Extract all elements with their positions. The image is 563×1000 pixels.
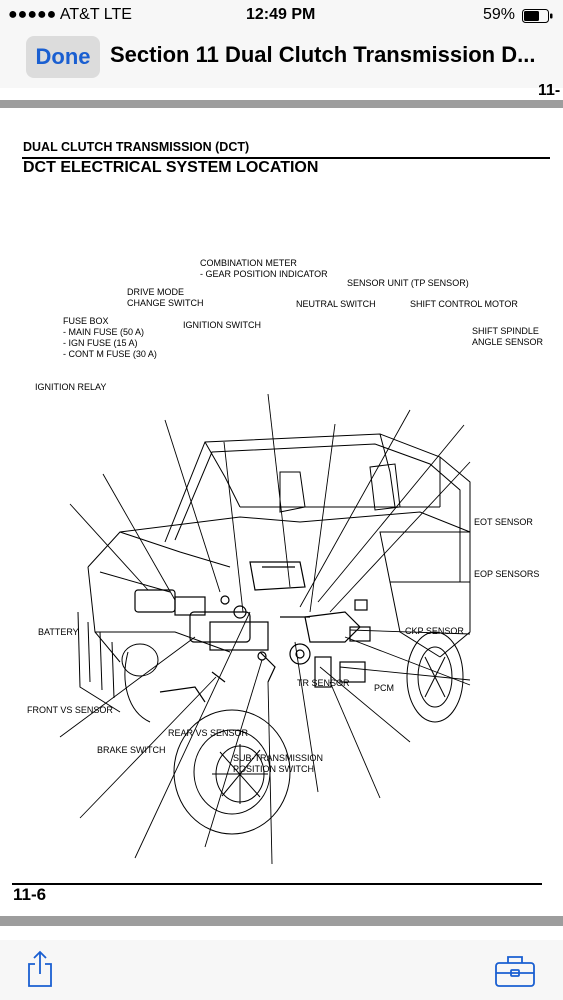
roll-cage-line (164, 433, 471, 582)
section-header: DUAL CLUTCH TRANSMISSION (DCT) (23, 140, 250, 154)
label-ign-fuse: - IGN FUSE (15 A) (63, 338, 138, 348)
label-cont-m-fuse: - CONT M FUSE (30 A) (63, 349, 157, 359)
label-shift-control-motor: SHIFT CONTROL MOTOR (410, 299, 518, 309)
rear-wheel (406, 631, 464, 723)
carrier-label: ●●●●● AT&T LTE (8, 6, 132, 23)
label-neutral-switch: NEUTRAL SWITCH (296, 299, 376, 309)
share-icon[interactable] (26, 950, 54, 988)
battery-icon (522, 9, 553, 23)
label-pcm: PCM (374, 683, 394, 693)
front-wheel (173, 709, 291, 835)
label-sub-transmission: SUB-TRANSMISSION (233, 753, 324, 763)
dct-vehicle-diagram (59, 393, 471, 865)
label-combination-meter: COMBINATION METER (200, 258, 297, 268)
document-title: Section 11 Dual Clutch Transmission D... (110, 42, 536, 67)
label-fuse-box: FUSE BOX (63, 316, 109, 326)
label-drive-mode: DRIVE MODE (127, 287, 185, 297)
label-shift-spindle: SHIFT SPINDLE (472, 326, 539, 336)
label-sensor-unit: SENSOR UNIT (TP SENSOR) (347, 278, 469, 288)
label-change-switch: CHANGE SWITCH (127, 298, 204, 308)
toolbox-icon[interactable] (494, 954, 536, 988)
done-button[interactable]: Done (26, 36, 100, 78)
label-gear-position: - GEAR POSITION INDICATOR (200, 269, 328, 279)
footer-rule (12, 883, 542, 885)
header-rule (22, 157, 550, 159)
label-front-vs: FRONT VS SENSOR (27, 705, 113, 715)
label-ckp-sensor: CKP SENSOR (405, 626, 464, 636)
label-tr-sensor: TR SENSOR (297, 678, 350, 688)
label-ignition-switch: IGNITION SWITCH (183, 320, 261, 330)
label-eop-sensors: EOP SENSORS (474, 569, 540, 579)
document-page[interactable]: DUAL CLUTCH TRANSMISSION (DCT) DCT ELECT… (0, 112, 563, 914)
label-main-fuse: - MAIN FUSE (50 A) (63, 327, 145, 337)
page-separator-bottom (0, 916, 563, 926)
page-separator-top (0, 100, 563, 108)
label-position-switch: POSITION SWITCH (233, 764, 314, 774)
page-number: 11-6 (13, 885, 47, 904)
nav-bar: Done Section 11 Dual Clutch Transmission… (0, 30, 563, 88)
battery-percent: 59% (483, 6, 516, 23)
clock: 12:49 PM (246, 6, 316, 23)
label-rear-vs: REAR VS SENSOR (168, 728, 249, 738)
status-bar: ●●●●● AT&T LTE 12:49 PM 59% (0, 0, 563, 30)
label-eot-sensor: EOT SENSOR (474, 517, 533, 527)
label-battery: BATTERY (38, 627, 79, 637)
leader-lines (59, 393, 471, 865)
label-angle-sensor: ANGLE SENSOR (472, 337, 544, 347)
label-ignition-relay: IGNITION RELAY (35, 382, 107, 392)
label-brake-switch: BRAKE SWITCH (97, 745, 166, 755)
page-heading: DCT ELECTRICAL SYSTEM LOCATION (23, 159, 319, 176)
bottom-toolbar (0, 940, 563, 1000)
previous-page-peek: 11- (538, 82, 561, 99)
